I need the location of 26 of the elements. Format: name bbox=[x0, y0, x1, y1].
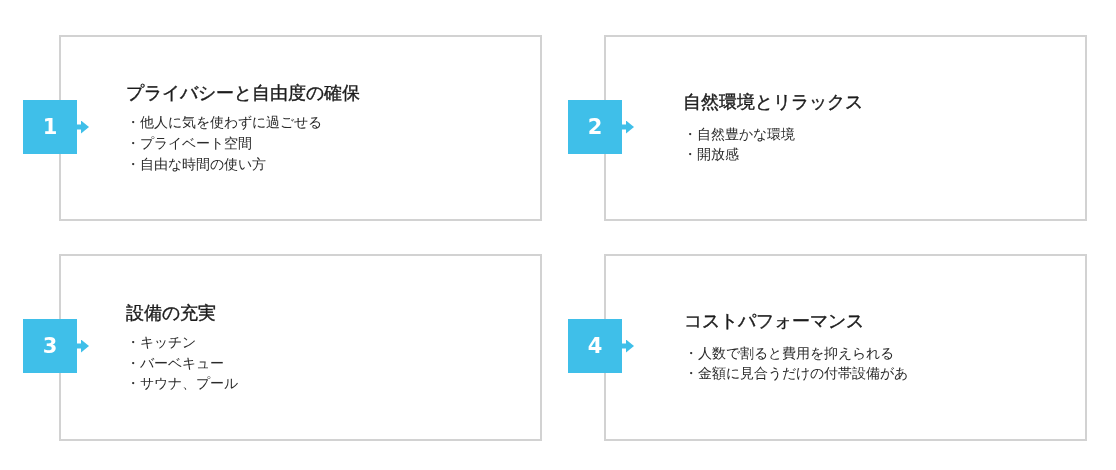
card-heading: 自然環境とリラックス bbox=[683, 91, 863, 113]
bullet-item: ・開放感 bbox=[683, 145, 739, 163]
step-number: 3 bbox=[23, 319, 77, 373]
content-card bbox=[59, 35, 542, 221]
arrow bbox=[622, 339, 634, 353]
arrow bbox=[622, 120, 634, 134]
content-card bbox=[59, 254, 542, 441]
bullet-item: ・他人に気を使わずに過ごせる bbox=[126, 113, 322, 131]
step-number: 1 bbox=[23, 100, 77, 154]
card-heading: コストパフォーマンス bbox=[684, 310, 864, 332]
bullet-item: ・サウナ、プール bbox=[126, 374, 238, 392]
arrow bbox=[77, 339, 89, 353]
bullet-item: ・キッチン bbox=[126, 333, 196, 351]
arrow bbox=[77, 120, 89, 134]
content-card bbox=[604, 35, 1087, 221]
bullet-item: ・自由な時間の使い方 bbox=[126, 155, 266, 173]
card-heading: 設備の充実 bbox=[126, 302, 216, 324]
content-card bbox=[604, 254, 1087, 441]
card-heading: プライバシーと自由度の確保 bbox=[126, 82, 360, 104]
bullet-item: ・金額に見合うだけの付帯設備があ bbox=[684, 364, 908, 382]
bullet-item: ・プライベート空間 bbox=[126, 134, 252, 152]
bullet-item: ・バーベキュー bbox=[126, 353, 224, 372]
bullet-item: ・自然豊かな環境 bbox=[683, 125, 795, 143]
step-number: 2 bbox=[568, 100, 622, 154]
bullet-item: ・人数で割ると費用を抑えられる bbox=[684, 344, 894, 362]
step-number: 4 bbox=[568, 319, 622, 373]
